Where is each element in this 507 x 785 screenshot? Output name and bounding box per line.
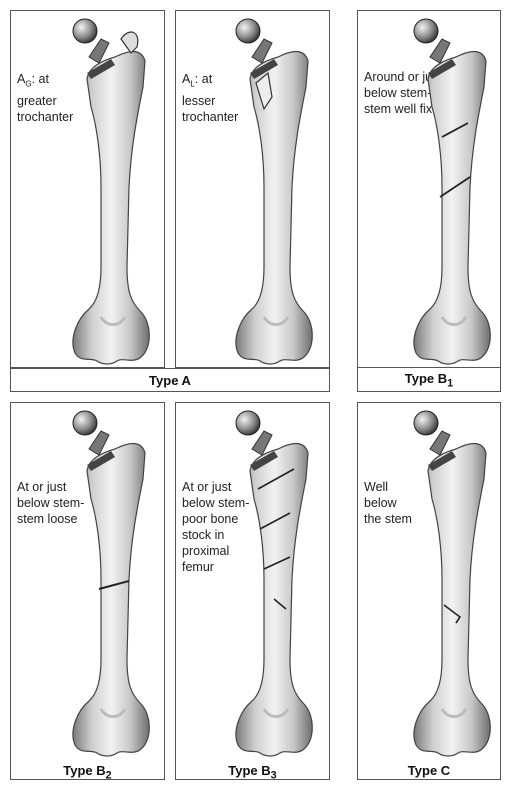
panel-type-a-lesser: AL: at lesser trochanter bbox=[175, 10, 330, 368]
caption-type-b1: Type B1 bbox=[358, 371, 500, 390]
caption-type-b2: Type B2 bbox=[11, 763, 164, 782]
femur-illustration bbox=[412, 17, 492, 367]
panel-type-b2: At or just below stem-stem loose Type B2 bbox=[10, 402, 165, 780]
panel-description: AL: at lesser trochanter bbox=[182, 71, 242, 125]
femur-illustration bbox=[71, 409, 151, 759]
panel-description: Well below the stem bbox=[364, 479, 414, 527]
femur-illustration bbox=[234, 409, 314, 759]
caption-type-b3: Type B3 bbox=[176, 763, 329, 782]
caption-type-c: Type C bbox=[358, 763, 500, 778]
panel-type-c: Well below the stem Type C bbox=[357, 402, 501, 780]
panel-type-a-greater: AG: at greater trochanter bbox=[10, 10, 165, 368]
panel-type-b1: Around or just below stem-stem well fixe… bbox=[357, 10, 501, 392]
fracture-fragment bbox=[121, 32, 138, 53]
femur-illustration bbox=[234, 17, 314, 367]
femur-illustration bbox=[71, 17, 151, 367]
femur-illustration bbox=[412, 409, 492, 759]
panel-description: AG: at greater trochanter bbox=[17, 71, 77, 125]
panel-type-b3: At or just below stem-poor bone stock in… bbox=[175, 402, 330, 780]
caption-bar-type-a: Type A bbox=[10, 368, 330, 392]
caption-type-a: Type A bbox=[11, 373, 329, 388]
